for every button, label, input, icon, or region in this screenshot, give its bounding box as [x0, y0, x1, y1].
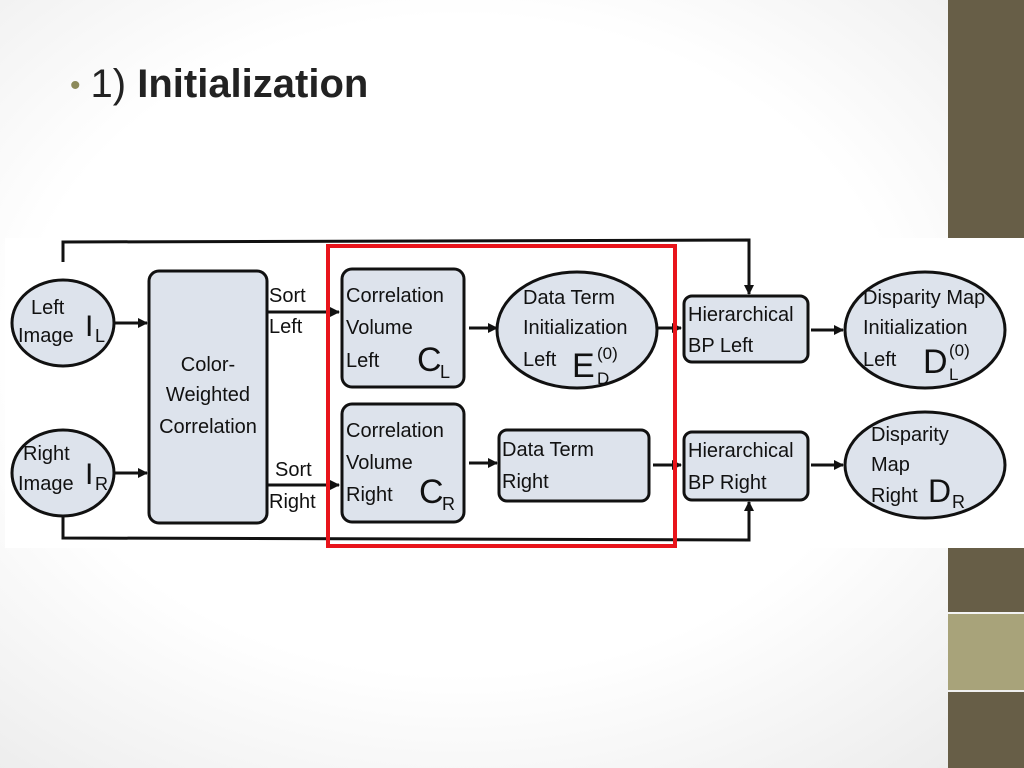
disparity-map-left-node: Disparity Map Initialization Left D (0) …	[843, 270, 1007, 390]
dm-right-sub: R	[952, 492, 965, 512]
sort-right-label: Sort Right	[269, 459, 316, 513]
correlation-volume-left-node: Correlation Volume Left C L	[340, 267, 466, 389]
data-term-right-node: Data Term Right	[497, 428, 651, 503]
dm-left-sup: (0)	[949, 341, 970, 360]
dt-left-symbol: E	[572, 347, 595, 385]
hierarchical-bp-right-node: Hierarchical BP Right	[682, 430, 810, 502]
side-bar-light	[948, 614, 1024, 690]
connector-lines	[61, 238, 844, 542]
right-image-node: Right Image I R	[10, 428, 116, 518]
dt-right-line2: Right	[502, 471, 549, 493]
cwc-line1: Color-	[181, 354, 235, 376]
right-image-sub: R	[95, 474, 108, 494]
top-bypass-line	[61, 238, 754, 295]
hierarchical-bp-left-node: Hierarchical BP Left	[682, 294, 810, 364]
side-bar-dark-top	[948, 0, 1024, 240]
hbp-left-line2: BP Left	[688, 335, 754, 357]
pipeline-diagram: Left Image I L Right Image I R Color- We…	[5, 238, 1024, 548]
right-image-symbol: I	[85, 458, 93, 491]
cwc-line3: Correlation	[159, 416, 257, 438]
highlight-frame	[326, 244, 677, 548]
sort-left-label: Sort Left	[269, 285, 306, 338]
dm-right-line1: Disparity	[871, 424, 949, 446]
sort-left-line1: Sort	[269, 285, 306, 307]
slide-title: • 1) Initialization	[70, 62, 368, 107]
cv-left-symbol: C	[417, 341, 442, 379]
hbp-left-line1: Hierarchical	[688, 304, 794, 326]
dm-left-line3: Left	[863, 349, 897, 371]
left-image-line1: Left	[31, 297, 65, 319]
dm-left-symbol: D	[923, 343, 948, 381]
dm-right-symbol: D	[928, 473, 951, 509]
title-number: 1)	[90, 62, 127, 106]
color-weighted-correlation-node: Color- Weighted Correlation	[147, 269, 269, 525]
data-term-left-node: Data Term Initialization Left E (0) D	[495, 270, 659, 390]
cv-right-line3: Right	[346, 484, 393, 506]
right-image-line2: Image	[18, 473, 74, 495]
cv-right-symbol: C	[419, 473, 444, 511]
hbp-right-line2: BP Right	[688, 472, 767, 494]
dt-left-line2: Initialization	[523, 317, 628, 339]
sort-right-line2: Right	[269, 491, 316, 513]
title-text: Initialization	[137, 62, 369, 106]
dm-right-line2: Map	[871, 454, 910, 476]
dt-right-line1: Data Term	[502, 439, 594, 461]
disparity-map-right-node: Disparity Map Right D R	[843, 410, 1007, 520]
left-image-symbol: I	[85, 310, 93, 343]
cv-right-sub: R	[442, 494, 455, 514]
cv-right-line1: Correlation	[346, 420, 444, 442]
dt-left-sup: (0)	[597, 344, 618, 363]
dm-right-line3: Right	[871, 485, 918, 507]
cv-left-line2: Volume	[346, 317, 413, 339]
dm-left-sub: L	[949, 365, 958, 384]
side-bar-dark-bottom	[948, 692, 1024, 768]
cwc-line2: Weighted	[166, 384, 250, 406]
cv-left-sub: L	[440, 362, 450, 382]
cv-left-line3: Left	[346, 350, 380, 372]
sort-left-line2: Left	[269, 316, 303, 338]
dt-left-line3: Left	[523, 349, 557, 371]
dm-left-line1: Disparity Map	[863, 287, 985, 309]
side-bar-dark-mid	[948, 548, 1024, 612]
left-image-node: Left Image I L	[10, 278, 116, 368]
left-image-sub: L	[95, 326, 105, 346]
cv-left-line1: Correlation	[346, 285, 444, 307]
left-image-line2: Image	[18, 325, 74, 347]
dm-left-line2: Initialization	[863, 317, 968, 339]
dt-left-sub: D	[597, 369, 609, 388]
cv-right-line2: Volume	[346, 452, 413, 474]
hbp-right-line1: Hierarchical	[688, 440, 794, 462]
right-image-line1: Right	[23, 443, 70, 465]
bullet-icon: •	[70, 69, 81, 103]
dt-left-line1: Data Term	[523, 287, 615, 309]
correlation-volume-right-node: Correlation Volume Right C R	[340, 402, 466, 524]
bottom-bypass-line	[61, 501, 754, 542]
sort-right-line1: Sort	[275, 459, 312, 481]
